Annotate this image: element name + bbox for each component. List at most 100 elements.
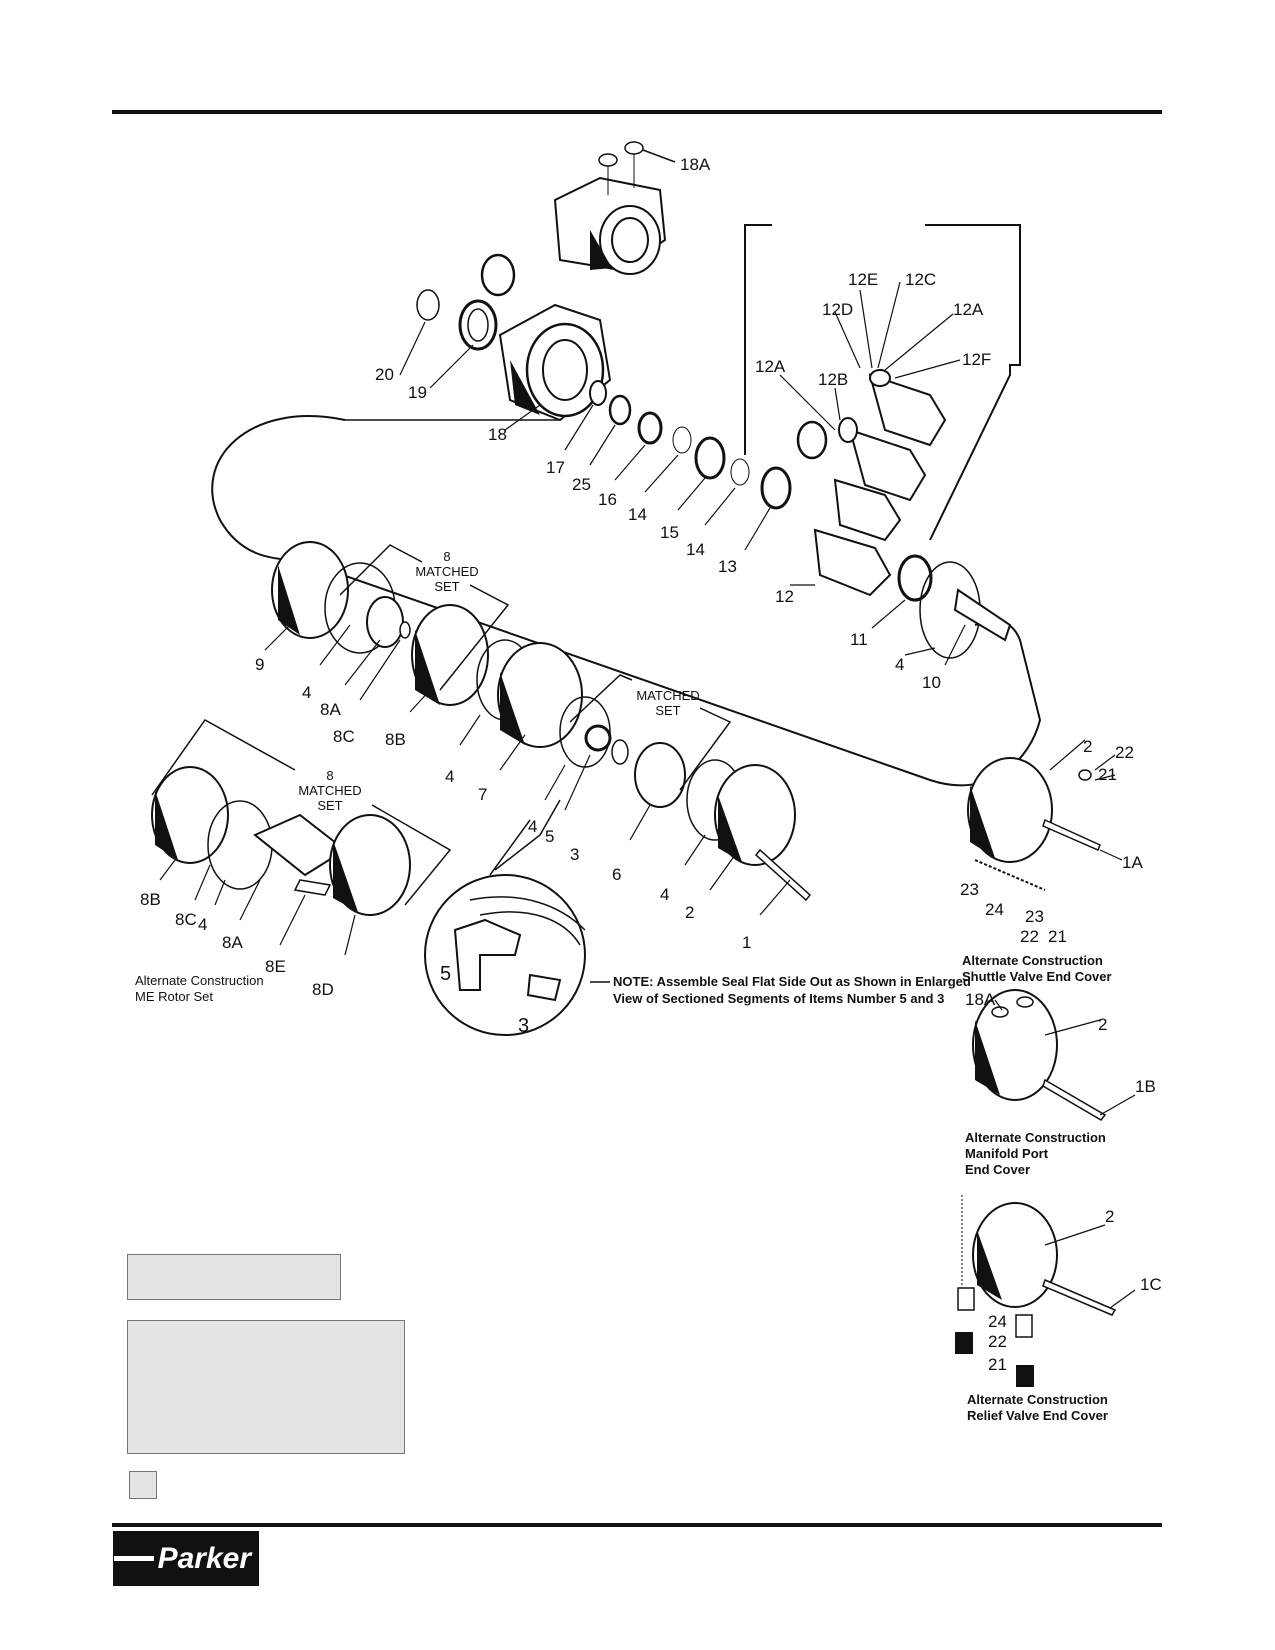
label-12a: 12A	[755, 357, 786, 376]
matched-set-3-bracket	[151, 719, 452, 906]
port-housing-18a	[553, 141, 676, 275]
label-8e: 8E	[265, 957, 286, 976]
label-11: 11	[850, 630, 868, 649]
end-cover-2	[714, 764, 796, 866]
endplate-9	[271, 541, 349, 639]
matched-set-3-line2: SET	[317, 798, 342, 813]
seal-5	[584, 724, 612, 752]
shaft-variants-bracket	[744, 224, 1021, 541]
label-r-2c: 2	[1105, 1207, 1114, 1226]
label-r-23a: 23	[960, 880, 979, 899]
gray-box-large	[127, 1320, 405, 1454]
label-r-21b: 21	[1048, 927, 1067, 946]
label-12c: 12C	[905, 270, 936, 289]
matched-set-1-number: 8	[443, 549, 450, 564]
manifold-port-cover	[972, 989, 1107, 1121]
footer-rule	[112, 1523, 1162, 1527]
label-12f: 12F	[962, 350, 991, 369]
assembly-note-line2: View of Sectioned Segments of Items Numb…	[613, 991, 944, 1006]
label-6: 6	[612, 865, 621, 884]
bushing-top	[480, 253, 516, 297]
label-20: 20	[375, 365, 394, 384]
logo-text: Parker	[157, 1541, 251, 1575]
section-label-3: 3	[518, 1015, 529, 1037]
matched-set-3-number: 8	[326, 768, 333, 783]
label-5: 5	[545, 827, 554, 846]
label-r-22a: 22	[1115, 743, 1134, 762]
shaft-12	[813, 528, 892, 597]
ring-8b	[411, 604, 489, 706]
label-4e: 4	[660, 885, 669, 904]
gray-box-square	[129, 1471, 157, 1499]
bearing-11	[897, 554, 933, 602]
header-rule	[112, 110, 1162, 114]
leader-lines	[159, 281, 1136, 1309]
bearing-19	[458, 299, 498, 351]
caption-manifold-line2: Manifold Port	[965, 1146, 1049, 1161]
label-2: 2	[685, 903, 694, 922]
label-19: 19	[408, 383, 427, 402]
label-16: 16	[598, 490, 617, 509]
caption-shuttle-line2: Shuttle Valve End Cover	[962, 969, 1112, 984]
caption-manifold-line3: End Cover	[965, 1162, 1030, 1177]
label-4a: 4	[895, 655, 904, 674]
matched-set-1-line2: SET	[434, 579, 459, 594]
label-10: 10	[922, 673, 941, 692]
label-8d: 8D	[312, 980, 334, 999]
drive-10	[953, 588, 1012, 642]
label-18a: 18A	[680, 155, 711, 174]
label-r-18a: 18A	[965, 990, 996, 1009]
star-8a	[366, 596, 404, 648]
label-8a-alt: 8A	[222, 933, 243, 952]
alt-vane-8e	[293, 879, 332, 896]
caption-alt-rotor-line2: ME Rotor Set	[135, 989, 213, 1004]
matched-set-2-line2: SET	[655, 703, 680, 718]
caption-alt-rotor-line1: Alternate Construction	[135, 973, 264, 988]
label-r-23b: 23	[1025, 907, 1044, 926]
relief-valve-cover	[955, 1195, 1117, 1387]
plate-6	[634, 742, 686, 808]
label-14b: 14	[686, 540, 705, 559]
assembly-note-line1: NOTE: Assemble Seal Flat Side Out as Sho…	[613, 974, 971, 989]
ring-3	[611, 739, 629, 765]
caption-relief-line1: Alternate Construction	[967, 1392, 1108, 1407]
label-17: 17	[546, 458, 565, 477]
caption-shuttle-line1: Alternate Construction	[962, 953, 1103, 968]
label-12e: 12E	[848, 270, 878, 289]
label-r-21a: 21	[1098, 765, 1117, 784]
caption-manifold-line1: Alternate Construction	[965, 1130, 1106, 1145]
label-r-2b: 2	[1098, 1015, 1107, 1034]
label-4d: 4	[528, 817, 537, 836]
label-15: 15	[660, 523, 679, 542]
logo-dash-icon	[113, 1556, 154, 1561]
housing-18	[498, 303, 612, 422]
label-r-2a: 2	[1083, 737, 1092, 756]
label-r-22b: 22	[1020, 927, 1039, 946]
label-13: 13	[718, 557, 737, 576]
matched-set-1-bracket	[339, 544, 510, 691]
label-3: 3	[570, 845, 579, 864]
parker-logo: Parker	[113, 1531, 259, 1586]
shaft-12a	[833, 478, 902, 542]
matched-set-2-bracket	[569, 674, 732, 791]
gray-box-small	[127, 1254, 341, 1300]
label-12a-top: 12A	[953, 300, 984, 319]
label-14a: 14	[628, 505, 647, 524]
section-label-5: 5	[440, 963, 451, 985]
label-8b-alt: 8B	[140, 890, 161, 909]
label-r-1c: 1C	[1140, 1275, 1162, 1294]
label-12b: 12B	[818, 370, 848, 389]
shaft-12f	[868, 369, 947, 447]
label-1: 1	[742, 933, 751, 952]
label-7: 7	[478, 785, 487, 804]
label-9: 9	[255, 655, 264, 674]
label-8c: 8C	[333, 727, 355, 746]
label-r-24a: 24	[985, 900, 1004, 919]
label-25: 25	[572, 475, 591, 494]
label-12: 12	[775, 587, 794, 606]
caption-relief-line2: Relief Valve End Cover	[967, 1408, 1108, 1423]
label-r-1b: 1B	[1135, 1077, 1156, 1096]
label-12d: 12D	[822, 300, 853, 319]
label-4c: 4	[445, 767, 454, 786]
